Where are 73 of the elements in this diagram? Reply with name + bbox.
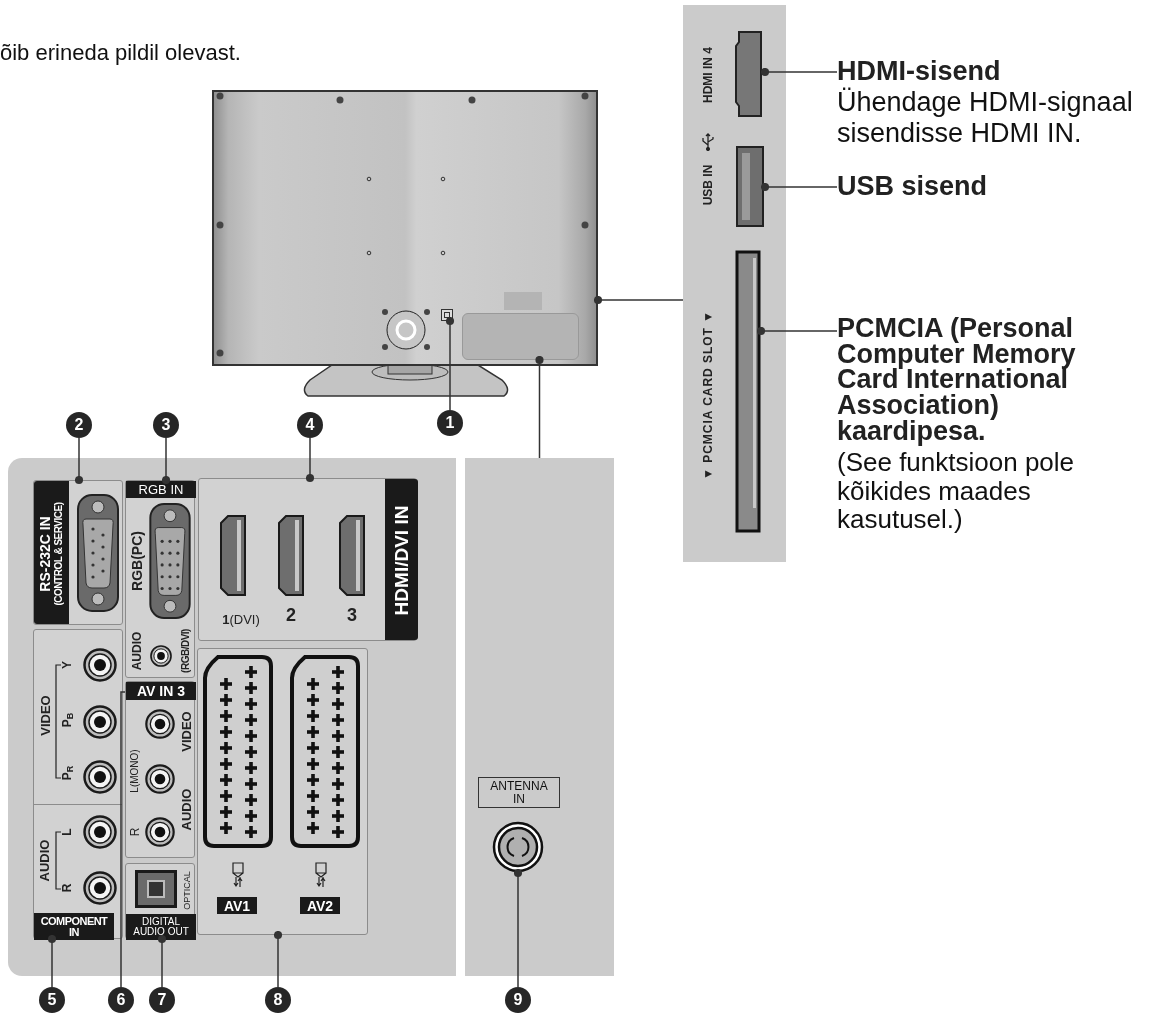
av-input-panel [125,681,195,858]
antenna-jack-icon [492,821,544,873]
leader-line [513,868,523,988]
leader-line [273,930,283,988]
port-heading: AV IN 3 [126,682,196,700]
port-label: RGB(PC) [130,531,144,591]
component-input-panel [33,629,123,939]
port-heading: RGB IN [126,481,196,498]
leader-line [445,316,455,411]
leader-line [47,934,57,988]
port-label: HDMI/DVI IN [392,505,411,616]
callout-number: 2 [66,412,92,438]
port-label: 2 [285,605,297,627]
callout-heading: PCMCIA (Personal Computer Memory Card International Association) kaardipesa. [837,316,1077,445]
leader-line [74,437,84,485]
callout-number: 7 [149,987,175,1013]
port-label: R [129,827,142,837]
port-heading: COMPONENT IN [34,913,114,940]
port-heading: DIGITAL AUDIO OUT [126,914,196,940]
rgb-input-panel [125,480,195,678]
leader-line [593,295,684,305]
port-label: VIDEO [180,710,193,752]
optical-output-panel [125,863,195,939]
port-heading: AV2 [300,897,340,914]
port-label: ▼ PCMCIA CARD SLOT ▼ [702,310,714,480]
usb-port-icon [735,145,765,228]
antenna-label: ANTENNA IN [478,777,560,808]
port-label: AUDIO [180,788,193,830]
scart-panel [197,648,368,935]
card-slot [735,250,761,533]
port-label: L(MONO) [129,749,140,793]
antenna-panel [465,458,614,976]
port-label: (RGB/DVI) [181,629,191,673]
port-label: OPTICAL [183,870,192,910]
callout-number: 6 [108,987,134,1013]
port-label: RS-232C IN [38,515,52,592]
leader-line [756,326,838,336]
leader-line [161,437,171,485]
note-text: õib erineda pildil olevast. [0,39,241,67]
port-label: L [61,828,73,836]
leader-line [760,182,838,192]
callout-heading: HDMI-sisend [837,55,1002,87]
serial-port-panel [33,480,123,625]
port-label: R [61,883,73,893]
port-label: (CONTROL & SERVICE) [54,502,65,605]
port-label: 1(DVI) [221,610,261,629]
port-label: VIDEO [38,694,52,736]
leader-line [157,934,167,988]
port-label: HDMI IN 4 [702,47,714,103]
port-heading: AV1 [217,897,257,914]
leader-line [305,437,315,483]
callout-number: 5 [39,987,65,1013]
callout-number: 1 [437,410,463,436]
hdmi-input-panel [198,478,417,641]
callout-number: 8 [265,987,291,1013]
leader-line [120,691,126,988]
callout-heading: USB sisend [837,170,989,202]
port-label: AUDIO [131,631,143,671]
description-text: Ühendage HDMI-signaal sisendisse HDMI IN. [837,87,1134,149]
port-label: AUDIO [38,839,52,881]
port-label: USB IN [702,164,714,206]
hdmi-port-icon [735,30,765,118]
callout-number: 3 [153,412,179,438]
side-connector-panel [683,5,786,562]
leader-line [535,355,544,459]
port-label: 3 [346,605,358,627]
port-label: Y [61,661,73,669]
callout-number: 9 [505,987,531,1013]
description-text: (See funktsioon pole kõikides maades kasutusel.) [837,448,1076,534]
leader-line [760,67,838,77]
connector-cover [462,313,579,360]
callout-number: 4 [297,412,323,438]
connector-panel [8,458,456,976]
